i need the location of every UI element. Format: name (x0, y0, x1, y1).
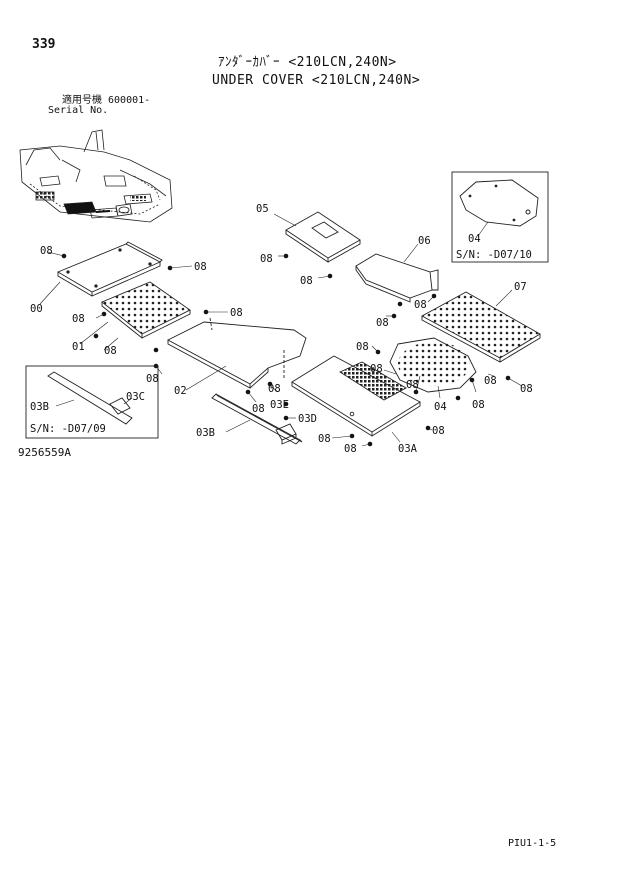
part-05-cover (285, 211, 361, 263)
callout-03a: 03A (398, 443, 418, 455)
callout-02: 02 (174, 385, 187, 397)
part-07-perforated-panel (421, 291, 541, 363)
callout-labels: 08 00 08 01 08 08 08 08 02 08 08 03E 03D… (30, 203, 533, 455)
right-inset (451, 171, 549, 263)
callout-03d: 03D (298, 413, 317, 425)
machine-overview-sketch (19, 129, 173, 223)
callout-05: 05 (256, 203, 269, 215)
part-02-long-plate (167, 317, 307, 389)
left-inset (25, 365, 159, 439)
callout-08: 08 (318, 433, 331, 445)
callout-08: 08 (260, 253, 273, 265)
inset-serial-left: S/N: -D07/09 (30, 423, 106, 435)
callout-03c: 03C (126, 391, 145, 403)
callout-06: 06 (418, 235, 431, 247)
callout-03e: 03E (270, 399, 289, 411)
callout-08: 08 (194, 261, 207, 273)
footer-code: PIU1-1-5 (508, 838, 557, 849)
callout-08: 08 (344, 443, 357, 455)
callout-08: 08 (104, 345, 117, 357)
callout-08: 08 (40, 245, 53, 257)
callout-08: 08 (230, 307, 243, 319)
leader-lines (39, 213, 523, 447)
callout-08: 08 (300, 275, 313, 287)
callout-08: 08 (72, 313, 85, 325)
callout-08: 08 (406, 379, 419, 391)
page-number: 339 (32, 37, 56, 52)
callout-04-inset: 04 (468, 233, 481, 245)
part-03a-vented-plate (291, 355, 421, 437)
callout-08: 08 (356, 341, 369, 353)
callout-03b: 03B (196, 427, 215, 439)
part-06-cover (355, 253, 439, 303)
callout-04: 04 (434, 401, 447, 413)
callout-01: 01 (72, 341, 85, 353)
part-01-perforated-plate (101, 281, 191, 339)
title-japanese: ｱﾝﾀﾞｰｶﾊﾞｰ <210LCN,240N> (218, 55, 397, 70)
callout-00: 00 (30, 303, 43, 315)
serial-label-japanese: 適用号機 600001- (62, 95, 151, 106)
callout-08: 08 (252, 403, 265, 415)
part-00-plate (56, 241, 163, 297)
callout-07: 07 (514, 281, 527, 293)
callout-08: 08 (432, 425, 445, 437)
part-04-round-plate (389, 337, 477, 393)
callout-08: 08 (376, 317, 389, 329)
callout-08: 08 (146, 373, 159, 385)
callout-08: 08 (520, 383, 533, 395)
drawing-number: 9256559A (18, 446, 71, 459)
callout-08: 08 (472, 399, 485, 411)
callout-08: 08 (484, 375, 497, 387)
callout-08: 08 (370, 363, 383, 375)
callout-08: 08 (414, 299, 427, 311)
callout-08: 08 (268, 383, 281, 395)
inset-serial-right: S/N: -D07/10 (456, 249, 532, 261)
part-03b-rail (211, 393, 303, 445)
title-english: UNDER COVER <210LCN,240N> (212, 73, 421, 88)
callout-03b-inset: 03B (30, 401, 49, 413)
serial-label-english: Serial No. (48, 105, 109, 116)
